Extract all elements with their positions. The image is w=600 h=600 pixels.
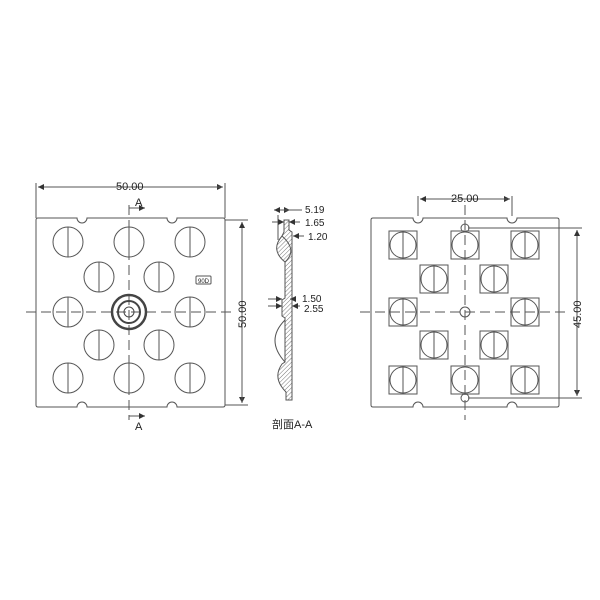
section-view <box>268 207 304 401</box>
back-spacing-dim: 25.00 <box>451 193 479 205</box>
tag-label: 90D <box>198 279 210 285</box>
tag-box <box>195 275 212 285</box>
dim-5-19: 5.19 <box>305 205 325 216</box>
back-view <box>360 196 582 420</box>
section-title: 剖面A-A <box>272 417 313 431</box>
dim-1-65: 1.65 <box>305 218 325 229</box>
front-width-dim: 50.00 <box>116 181 144 193</box>
center-rings <box>110 293 148 331</box>
dim-1-50: 1.50 <box>302 294 322 305</box>
lens-circles <box>52 226 206 394</box>
front-height-dim: 50.00 <box>237 300 249 328</box>
dim-1-20: 1.20 <box>308 232 328 243</box>
dim-2-55: 2.55 <box>304 304 324 315</box>
back-plate-outline <box>370 217 560 408</box>
section-marker-top: A <box>135 197 143 209</box>
back-vertical-dim: 45.00 <box>572 300 584 328</box>
led-pads <box>388 230 540 395</box>
front-plate-outline <box>35 217 226 408</box>
section-marker-bottom: A <box>135 421 143 433</box>
front-view <box>26 183 248 420</box>
